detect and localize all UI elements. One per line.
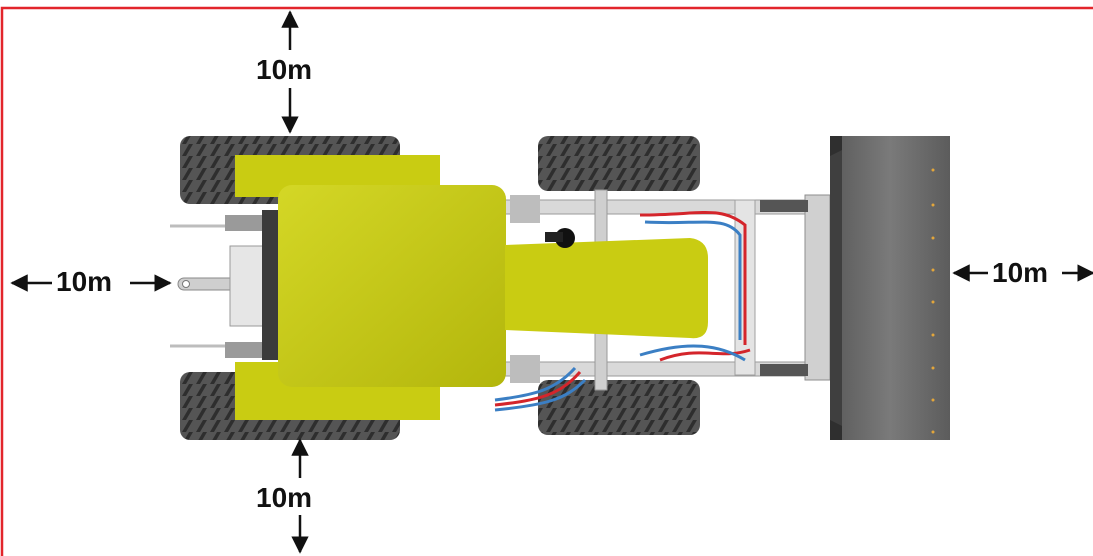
dimension-arrows [10,10,1093,554]
left-distance-label: 10m [56,266,113,297]
bucket [830,136,950,440]
main-body [278,185,506,387]
safety-zone-border [0,6,1093,556]
rear-hitch [170,210,280,360]
right-distance-label: 10m [992,257,1049,288]
front-right-tire [538,380,700,435]
bottom-distance-label: 10m [256,482,313,513]
top-distance-label: 10m [256,54,313,85]
hydraulic-hoses [494,211,751,412]
front-left-tire [538,136,700,191]
loader-top-view [170,136,950,440]
boom [505,238,708,339]
